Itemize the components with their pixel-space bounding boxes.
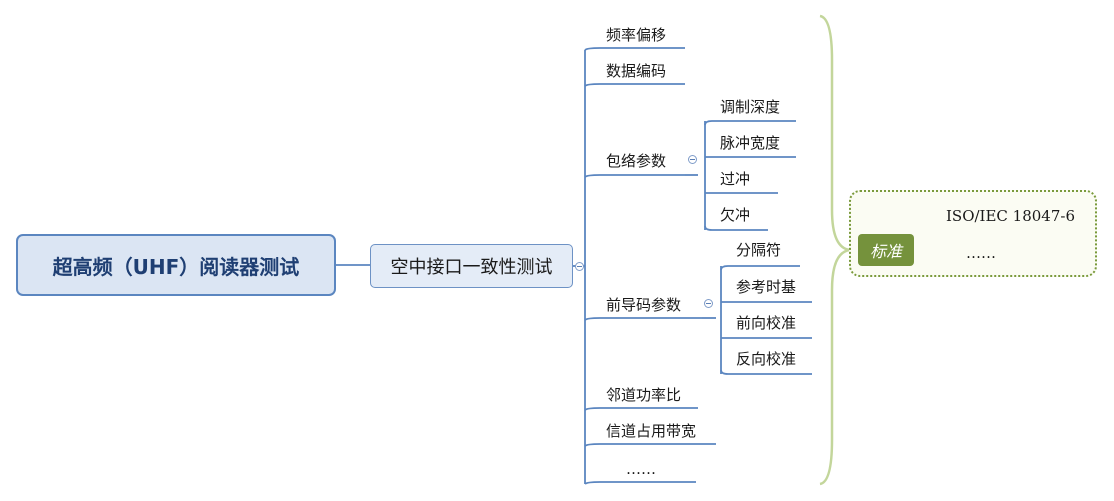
topic-envelope-parameters[interactable]: 包络参数 [606,152,667,170]
root-topic[interactable]: 超高频（UHF）阅读器测试 [16,234,336,296]
main-topic[interactable]: 空中接口一致性测试 [370,244,573,288]
main-collapse-icon[interactable] [575,262,584,271]
root-topic-label: 超高频（UHF）阅读器测试 [52,254,300,279]
topic-occupied-bandwidth[interactable]: 信道占用带宽 [606,422,697,440]
standard-item-iso[interactable]: ISO/IEC 18047-6 [946,207,1076,225]
topic-frequency-offset[interactable]: 频率偏移 [606,26,667,44]
standard-tag-label: 标准 [869,242,902,261]
subtopic-modulation-depth[interactable]: 调制深度 [720,98,781,116]
subtopic-pulse-width[interactable]: 脉冲宽度 [720,134,781,152]
subtopic-undershoot[interactable]: 欠冲 [720,206,751,224]
summary-brace [819,14,851,486]
subtopic-overshoot[interactable]: 过冲 [720,170,751,188]
topic-adjacent-channel-power[interactable]: 邻道功率比 [606,386,682,404]
envelope-collapse-icon[interactable] [688,155,697,164]
subtopic-delimiter[interactable]: 分隔符 [736,241,782,259]
topic-preamble-parameters[interactable]: 前导码参数 [606,296,682,314]
subtopic-forward-calibration[interactable]: 前向校准 [736,314,797,332]
main-topic-label: 空中接口一致性测试 [390,257,553,278]
topic-more[interactable]: …… [626,460,656,478]
subtopic-reverse-calibration[interactable]: 反向校准 [736,350,797,368]
subtopic-reference-timebase[interactable]: 参考时基 [736,278,797,296]
standard-tag[interactable]: 标准 [858,234,914,266]
standard-item-more[interactable]: …… [966,244,996,262]
topic-data-encoding[interactable]: 数据编码 [606,62,667,80]
preamble-collapse-icon[interactable] [704,299,713,308]
